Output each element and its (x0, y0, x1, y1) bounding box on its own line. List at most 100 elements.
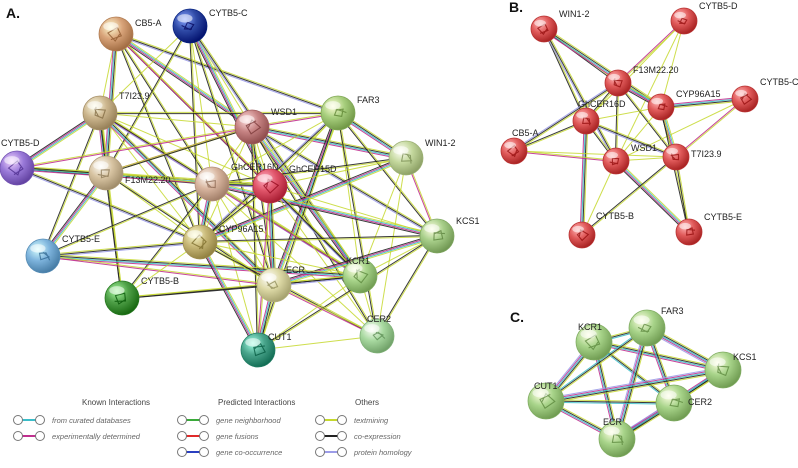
node-bubble[interactable] (670, 7, 698, 35)
node-bubble[interactable] (604, 69, 632, 97)
node-cytb5-b[interactable]: CYTB5-B (104, 276, 179, 316)
node-win1-2[interactable]: WIN1-2 (530, 9, 590, 43)
node-bubble[interactable] (194, 166, 230, 202)
node-t7i23-9[interactable]: T7I23.9 (662, 143, 722, 171)
node-bubble[interactable] (655, 384, 693, 422)
node-bubble[interactable] (602, 147, 630, 175)
node-label: CER2 (367, 314, 391, 324)
legend-item: experimentally determined (13, 431, 141, 441)
node-cytb5-b[interactable]: CYTB5-B (568, 211, 634, 249)
edge-CYTB5-C-T7I23.9 (675, 98, 746, 158)
node-cytb5-c[interactable]: CYTB5-C (731, 77, 798, 113)
protein-structure-icon (400, 152, 413, 164)
edge-WSD1-CYTB5-B (581, 160, 617, 236)
node-bubble[interactable] (82, 95, 118, 131)
node-ghcer16d[interactable]: GhCER16D (572, 99, 626, 135)
node-f13m22-20[interactable]: F13M22.20 (604, 65, 679, 97)
node-cytb5-c[interactable]: CYTB5-C (172, 8, 248, 44)
node-bubble[interactable] (530, 15, 558, 43)
node-highlight (633, 315, 650, 325)
node-kcs1[interactable]: KCS1 (704, 351, 757, 389)
node-t7i23-9[interactable]: T7I23.9 (82, 91, 150, 131)
node-bubble[interactable] (172, 8, 208, 44)
node-ghcer16d[interactable]: GhCER16D (194, 162, 279, 202)
node-ecr[interactable]: ECR (598, 417, 636, 458)
node-cer2[interactable]: CER2 (359, 314, 395, 354)
node-label: CUT1 (268, 332, 292, 342)
node-cyp96a15[interactable]: CYP96A15 (647, 89, 721, 121)
node-ghcer15d[interactable]: GhCER15D (252, 164, 337, 204)
node-cytb5-d[interactable]: CYTB5-D (0, 138, 40, 186)
node-cytb5-d[interactable]: CYTB5-D (670, 1, 738, 35)
node-bubble[interactable] (500, 137, 528, 165)
node-kcs1[interactable]: KCS1 (419, 216, 480, 254)
node-cut1[interactable]: CUT1 (240, 332, 292, 368)
node-bubble[interactable] (419, 218, 455, 254)
node-cytb5-e[interactable]: CYTB5-E (675, 212, 742, 246)
legend-node-icon (199, 415, 209, 425)
node-bubble[interactable] (647, 93, 675, 121)
node-bubble[interactable] (628, 309, 666, 347)
node-kcr1[interactable]: KCR1 (575, 322, 613, 361)
node-bubble[interactable] (252, 168, 288, 204)
node-highlight (572, 225, 584, 233)
node-bubble[interactable] (104, 280, 140, 316)
edge-FAR3-CUT1 (256, 112, 340, 351)
legend-item-label: gene co-occurrence (216, 448, 282, 457)
panel-b-edges (513, 20, 746, 236)
node-bubble[interactable] (234, 109, 270, 145)
protein-structure-icon (181, 21, 195, 31)
node-cut1[interactable]: CUT1 (527, 381, 565, 420)
protein-structure-icon (191, 234, 207, 250)
node-wsd1[interactable]: WSD1 (234, 107, 297, 145)
legend-item-label: co-expression (354, 432, 401, 441)
node-kcr1[interactable]: KCR1 (342, 256, 378, 294)
protein-structure-icon (97, 169, 110, 179)
node-cb5-a[interactable]: CB5-A (500, 128, 539, 165)
node-bubble[interactable] (88, 155, 124, 191)
node-bubble[interactable] (25, 238, 61, 274)
node-highlight (393, 146, 409, 155)
edge-CB5-A-GhCER16D (115, 33, 213, 185)
node-cb5-a[interactable]: CB5-A (98, 16, 162, 52)
node-bubble[interactable] (388, 140, 424, 176)
legend-node-icon (337, 431, 347, 441)
node-cyp96a15[interactable]: CYP96A15 (182, 224, 264, 260)
node-cytb5-e[interactable]: CYTB5-E (25, 234, 100, 274)
node-highlight (660, 390, 677, 400)
node-highlight (257, 174, 273, 183)
node-bubble[interactable] (568, 221, 596, 249)
legend-node-icon (337, 447, 347, 457)
node-bubble[interactable] (0, 150, 35, 186)
node-highlight (532, 388, 549, 398)
node-highlight (580, 329, 597, 339)
node-label: CYTB5-C (760, 77, 798, 87)
node-bubble[interactable] (98, 16, 134, 52)
node-bubble[interactable] (572, 107, 600, 135)
edge-T7I23.9-FAR3 (100, 111, 338, 115)
node-bubble[interactable] (182, 224, 218, 260)
node-bubble[interactable] (675, 218, 703, 246)
node-highlight (4, 156, 20, 165)
node-bubble[interactable] (731, 85, 759, 113)
edge-GhCER15D-CER2 (269, 185, 378, 337)
node-cer2[interactable]: CER2 (655, 384, 712, 422)
node-far3[interactable]: FAR3 (628, 306, 684, 347)
node-highlight (245, 338, 261, 347)
node-wsd1[interactable]: WSD1 (602, 143, 657, 175)
protein-structure-icon (266, 280, 279, 290)
node-label: CB5-A (135, 18, 162, 28)
node-ecr[interactable]: ECR (256, 265, 306, 303)
node-far3[interactable]: FAR3 (320, 95, 380, 131)
node-bubble[interactable] (662, 143, 690, 171)
node-bubble[interactable] (359, 318, 395, 354)
legend-item-label: from curated databases (52, 416, 131, 425)
node-win1-2[interactable]: WIN1-2 (388, 138, 456, 176)
node-bubble[interactable] (320, 95, 356, 131)
node-label: GhCER16D (578, 99, 626, 109)
node-label: F13M22.20 (633, 65, 679, 75)
node-f13m22-20[interactable]: F13M22.20 (88, 155, 171, 191)
